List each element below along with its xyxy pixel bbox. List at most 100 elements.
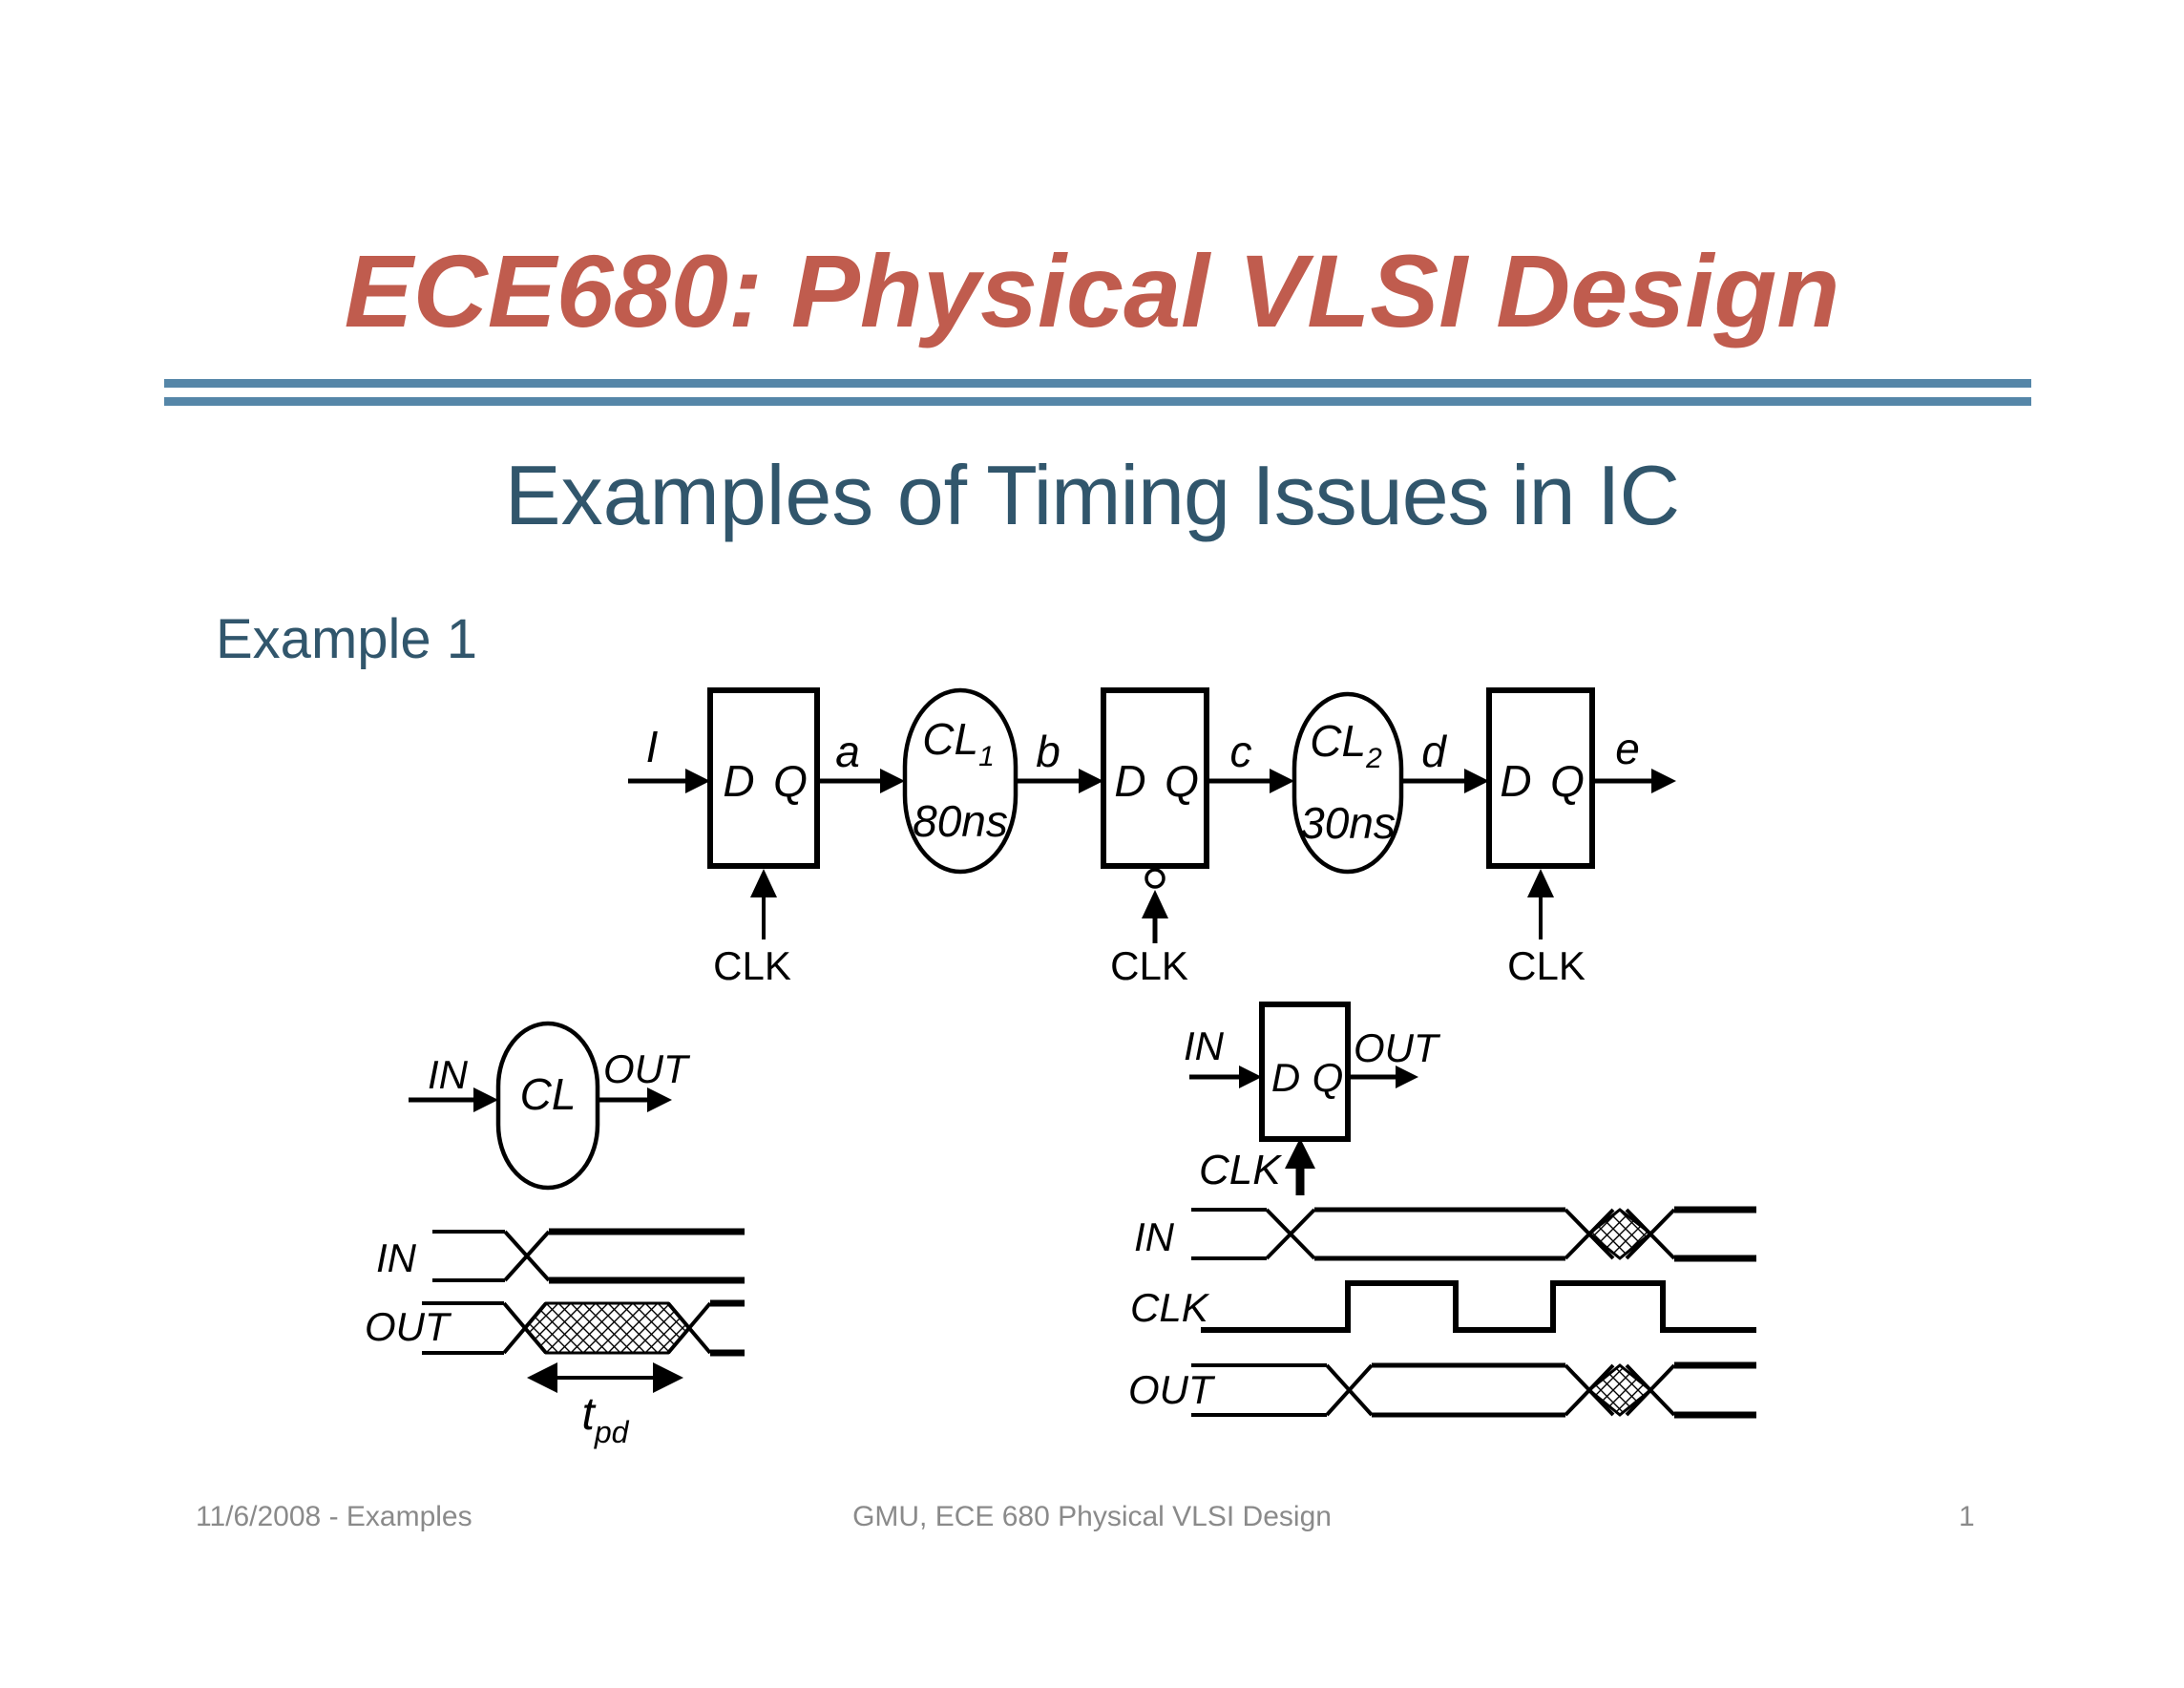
ff-timing-in-rails-mid: [1314, 1207, 1565, 1261]
cl-block-shape: [495, 1021, 600, 1191]
ff-block-in-arrowhead: [1239, 1066, 1262, 1088]
clk3-arrowhead: [1527, 869, 1554, 897]
wire-c-arrowhead: [1270, 769, 1294, 793]
footer-course: GMU, ECE 680 Physical VLSI Design: [852, 1501, 1332, 1532]
tpd-arrowhead-left: [527, 1362, 557, 1393]
cl-timing-out-label: OUT: [365, 1304, 452, 1349]
flipflop-3-box: [1486, 687, 1595, 869]
diagrams-canvas: I D Q a CL1 80ns b D Q c: [365, 687, 1756, 1449]
tpd-label-base: t: [582, 1389, 597, 1440]
title-separator-line-bottom: [164, 397, 2031, 406]
input-label: I: [646, 722, 659, 771]
cl1-delay: 80ns: [913, 796, 1008, 846]
wire-d-arrowhead: [1464, 769, 1489, 793]
slide-title: ECE680: Physical VLSI Design: [344, 233, 1840, 348]
cl-timing-diagram: IN OUT tpd: [365, 1228, 745, 1449]
ff-timing-out-crossover-1: [1325, 1363, 1374, 1417]
ff-timing-out-rails-left: [1191, 1363, 1327, 1417]
example-heading: Example 1: [216, 608, 478, 670]
ff-timing-out-rails-right: [1674, 1361, 1756, 1419]
ff-block-d-label: D: [1271, 1055, 1300, 1100]
ff-timing-out-label: OUT: [1128, 1367, 1216, 1412]
ff-timing-clk-label: CLK: [1130, 1285, 1210, 1330]
cl-block-out-label: OUT: [603, 1046, 691, 1091]
wire-d-label: d: [1421, 727, 1447, 776]
ff-block-clk-arrowhead: [1285, 1138, 1315, 1169]
tpd-label-subscript: pd: [594, 1415, 630, 1449]
flipflop-2-q-label: Q: [1165, 756, 1199, 806]
ff-block-in-label: IN: [1184, 1023, 1225, 1068]
ff-block-out-arrowhead: [1396, 1066, 1418, 1088]
ff-timing-in-crossover-1: [1265, 1208, 1316, 1260]
cl-timing-out-rails-right: [710, 1299, 745, 1357]
ff-block-box: [1259, 1002, 1351, 1142]
ff-timing-clk-waveform: [1201, 1280, 1756, 1333]
ff-block: IN D Q OUT CLK: [1184, 1002, 1441, 1195]
cl-timing-in-label: IN: [376, 1235, 417, 1280]
footer-date: 11/6/2008 - Examples: [196, 1501, 472, 1532]
ff-timing-in-rails-right: [1674, 1206, 1756, 1262]
cl-timing-in-crossover: [503, 1230, 551, 1282]
cl2-name-base: CL: [1310, 716, 1366, 766]
cl-block-label: CL: [520, 1069, 577, 1119]
ff-timing-diagram: IN CLK OUT: [1128, 1206, 1756, 1419]
cl-block-in-arrowhead: [473, 1087, 498, 1112]
subtitle-part2: Timing Issues in IC: [986, 448, 1680, 542]
flipflop-2-box: [1101, 687, 1209, 869]
pipeline-diagram: I D Q a CL1 80ns b D Q c: [628, 687, 1676, 988]
cl-timing-out-uncertainty-region: [523, 1301, 691, 1355]
cl1-name: CL1: [922, 714, 995, 772]
cl-timing-out-crossover-2: [666, 1301, 712, 1355]
wire-a-arrowhead: [880, 769, 905, 793]
ff-timing-in-label: IN: [1134, 1214, 1175, 1259]
flipflop-3-d-label: D: [1500, 756, 1531, 806]
wire-e-label: e: [1615, 724, 1640, 773]
ff-timing-in-uncertainty-region: [1586, 1208, 1653, 1260]
ff-timing-out-rails-mid: [1372, 1362, 1565, 1418]
clk2-arrowhead: [1142, 890, 1168, 918]
flipflop-1-q-label: Q: [773, 756, 808, 806]
wire-c-label: c: [1230, 727, 1252, 776]
wire-b-label: b: [1036, 727, 1060, 776]
cl-block-in-label: IN: [428, 1052, 469, 1097]
ff-timing-in-crossover-2: [1564, 1208, 1615, 1260]
ff-block-clk-label: CLK: [1199, 1147, 1282, 1193]
cl-timing-out-crossover-1: [502, 1301, 548, 1355]
cl2-delay: 30ns: [1300, 798, 1396, 848]
ff-timing-out-crossover-3: [1625, 1363, 1676, 1417]
clk1-arrowhead: [750, 869, 777, 897]
cl-timing-in-rails-right: [549, 1228, 745, 1284]
flipflop-3-q-label: Q: [1550, 756, 1585, 806]
ff-timing-in-rails-left: [1191, 1208, 1267, 1260]
clk2-label: CLK: [1110, 943, 1188, 988]
flipflop-1-d-label: D: [723, 756, 754, 806]
ff-timing-out-crossover-2: [1564, 1363, 1615, 1417]
flipflop-1-box: [707, 687, 820, 869]
cl2-name-subscript: 2: [1365, 743, 1382, 774]
footer-page-number: 1: [1959, 1501, 1975, 1532]
clk3-label: CLK: [1507, 943, 1586, 988]
tpd-label: tpd: [582, 1389, 630, 1449]
wire-input-arrowhead: [685, 769, 710, 793]
clk1-label: CLK: [713, 943, 791, 988]
flipflop-2-d-label: D: [1114, 756, 1145, 806]
cl1-name-subscript: 1: [978, 741, 995, 772]
title-separator-line-top: [164, 379, 2031, 388]
clk2-inversion-bubble: [1144, 868, 1166, 889]
wire-a-label: a: [835, 727, 860, 776]
cl-block: IN CL OUT: [409, 1021, 691, 1191]
wire-b-arrowhead: [1079, 769, 1103, 793]
tpd-arrowhead-right: [653, 1362, 683, 1393]
ff-block-out-label: OUT: [1354, 1025, 1441, 1070]
cl-timing-in-rails-left: [432, 1230, 505, 1282]
wire-e-arrowhead: [1651, 769, 1676, 793]
ff-timing-in-crossover-3: [1625, 1208, 1676, 1260]
cl-block-out-arrowhead: [647, 1087, 672, 1112]
subtitle-part1: Examples of: [504, 448, 968, 542]
cl2-name: CL2: [1310, 716, 1382, 774]
cl-timing-out-rails-left: [422, 1301, 504, 1355]
ff-block-q-label: Q: [1312, 1055, 1344, 1100]
ff-timing-out-uncertainty-region: [1586, 1363, 1653, 1417]
